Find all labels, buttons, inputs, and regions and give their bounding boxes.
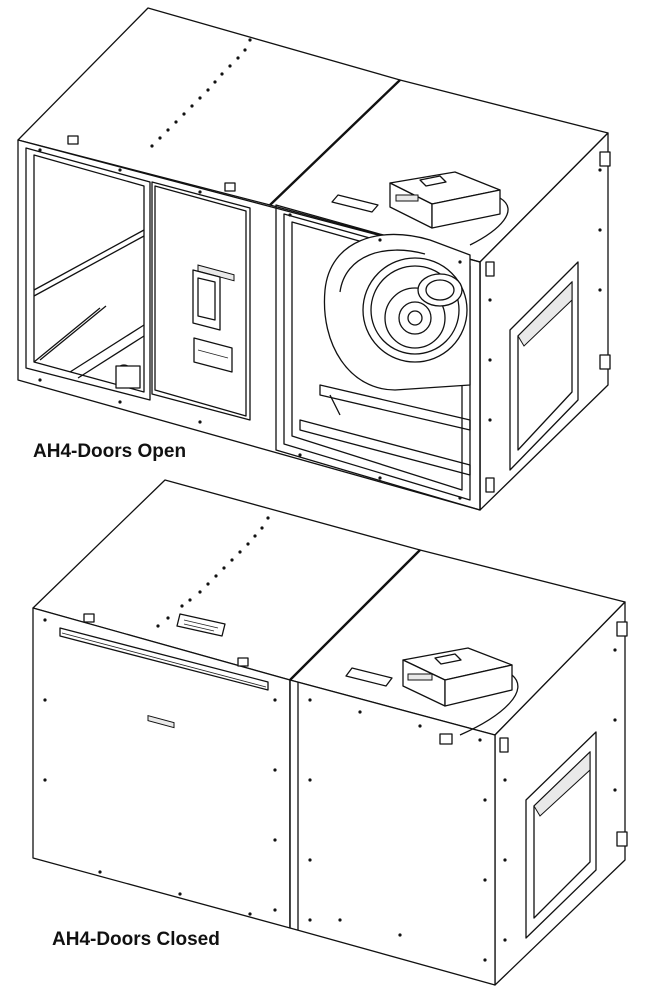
rivets-bottom	[43, 516, 617, 962]
latches-bottom	[83, 613, 628, 847]
latches-top	[67, 135, 611, 493]
outlet-opening-closed	[525, 731, 597, 939]
outlet-opening	[509, 261, 579, 471]
blower-compartment	[275, 204, 481, 511]
caption-doors-open: AH4-Doors Open	[33, 441, 187, 462]
unit-doors-open	[17, 7, 611, 511]
unit-doors-closed	[32, 479, 628, 986]
control-box-top	[331, 171, 509, 246]
filter-door-open	[151, 181, 251, 421]
door-handle-bar	[59, 627, 269, 691]
left-compartment	[25, 147, 151, 401]
control-box-bottom	[345, 647, 519, 736]
rivets-top	[38, 38, 602, 500]
motor	[417, 273, 463, 307]
caption-doors-closed: AH4-Doors Closed	[52, 929, 220, 950]
